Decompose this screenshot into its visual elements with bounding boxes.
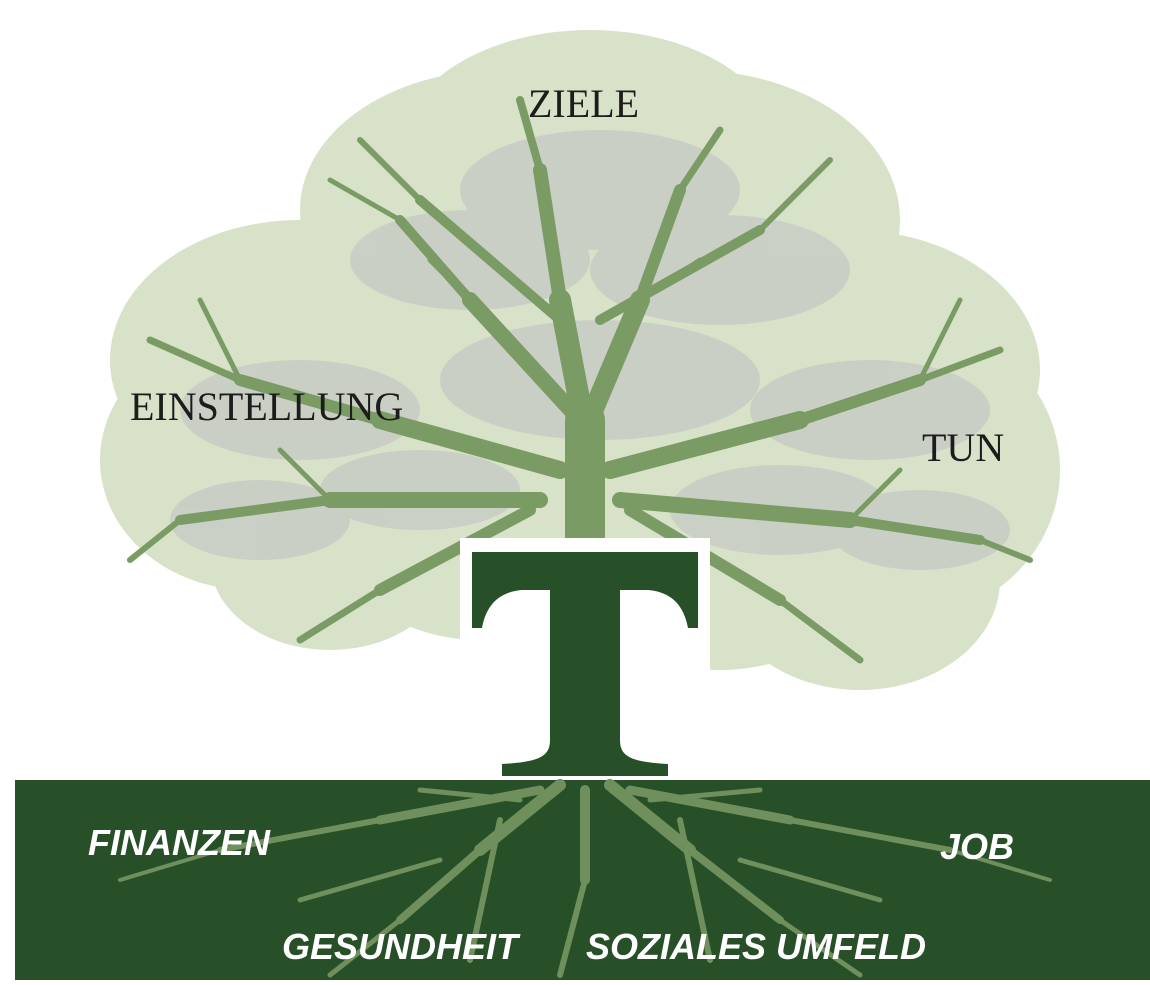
branch <box>601 411 809 479</box>
tree-branches <box>127 96 1033 664</box>
root <box>777 917 863 978</box>
branch <box>916 346 1004 384</box>
root <box>375 785 545 825</box>
root <box>417 787 523 803</box>
root <box>948 848 1052 882</box>
root <box>604 779 696 856</box>
branch <box>637 257 703 303</box>
root <box>677 817 713 963</box>
branch <box>427 257 473 303</box>
root <box>787 817 953 853</box>
branch <box>415 195 565 325</box>
branch <box>612 492 858 528</box>
branch <box>277 447 333 503</box>
label-tun: TUN <box>922 425 1005 470</box>
branch <box>776 596 864 664</box>
branch <box>977 537 1033 563</box>
branch <box>845 515 985 545</box>
root <box>625 785 795 825</box>
foliage-shade <box>750 360 990 460</box>
branch <box>175 495 335 525</box>
root <box>118 848 222 882</box>
branch <box>462 292 588 428</box>
label-job: JOB <box>940 826 1015 867</box>
branch <box>127 517 183 563</box>
branch <box>575 290 650 440</box>
branch <box>296 586 384 644</box>
root <box>467 817 503 963</box>
branch <box>146 336 244 384</box>
root <box>686 846 784 924</box>
branch <box>757 157 833 233</box>
branch <box>327 177 403 223</box>
t-logo: T <box>460 538 710 778</box>
root <box>647 787 763 803</box>
branch <box>516 96 544 174</box>
branch <box>234 374 386 426</box>
root <box>396 846 484 924</box>
tree-roots <box>118 779 1052 978</box>
branch <box>917 297 963 383</box>
branch <box>197 297 243 383</box>
branch <box>374 504 536 596</box>
label-ziele: ZIELE <box>528 81 640 126</box>
label-soziales-umfeld: SOZIALES UMFELD <box>586 926 926 967</box>
label-einstellung: EINSTELLUNG <box>130 384 404 429</box>
branch <box>533 163 567 307</box>
label-finanzen: FINANZEN <box>88 822 270 863</box>
branch <box>676 126 724 194</box>
branch <box>371 411 569 479</box>
branch <box>794 374 926 426</box>
foliage-shade <box>320 450 520 530</box>
branch <box>634 184 686 306</box>
branch <box>357 137 423 203</box>
root <box>297 857 443 903</box>
root <box>217 817 383 853</box>
branch <box>847 467 903 523</box>
label-gesundheit: GESUNDHEIT <box>282 926 519 967</box>
root <box>737 857 883 903</box>
root <box>327 917 403 978</box>
root <box>557 877 588 978</box>
